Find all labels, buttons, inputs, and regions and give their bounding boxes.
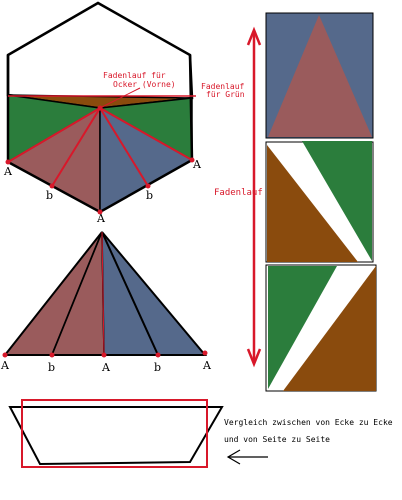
point-label-a: A bbox=[96, 212, 106, 225]
triangle-assembly: A b A b A bbox=[0, 231, 212, 374]
point-dot bbox=[189, 157, 195, 163]
grain-line-right-b bbox=[99, 107, 149, 187]
green-triangle bbox=[302, 141, 372, 261]
point-dot bbox=[2, 352, 8, 358]
point-dot bbox=[49, 183, 55, 189]
point-label-a: A bbox=[0, 359, 10, 372]
point-label-b: b bbox=[146, 189, 153, 202]
right-pieces: Fadenlauf bbox=[214, 12, 377, 392]
hexagon-top-outline bbox=[6, 1, 194, 110]
comparison-text: Vergleich zwischen von Ecke zu Ecke bbox=[224, 418, 393, 427]
point-label-b: b bbox=[46, 189, 53, 202]
point-dot bbox=[202, 350, 208, 356]
point-dot bbox=[49, 352, 55, 358]
comparison-text: und von Seite zu Seite bbox=[224, 435, 330, 444]
point-label-a: A bbox=[202, 359, 212, 372]
point-dot bbox=[97, 105, 103, 111]
arrow-head-up-icon bbox=[246, 26, 262, 46]
point-dot bbox=[145, 183, 151, 189]
point-dot bbox=[101, 352, 107, 358]
point-label-a: A bbox=[192, 158, 202, 171]
arrow-left-icon bbox=[226, 449, 241, 465]
point-label-a: A bbox=[3, 165, 13, 178]
point-dot bbox=[155, 352, 161, 358]
comparison-frame bbox=[21, 399, 208, 468]
rose-triangle bbox=[268, 15, 372, 137]
point-label-b: b bbox=[48, 361, 55, 374]
green-triangle bbox=[268, 266, 337, 389]
hexagon-piece: A b A b A Fadenlauf für Ocker (Vorne) Fa… bbox=[3, 1, 245, 225]
ochre-triangle bbox=[283, 266, 376, 391]
point-label-a: A bbox=[101, 361, 111, 374]
grain-label-green: für Grün bbox=[206, 90, 245, 99]
trapezoid-shape bbox=[8, 406, 224, 466]
grain-label-ochre: Fadenlauf für bbox=[103, 71, 166, 80]
point-dot bbox=[5, 159, 11, 165]
grain-label-side: Fadenlauf bbox=[214, 188, 263, 198]
point-dot bbox=[97, 209, 103, 215]
grain-label-green: Fadenlauf bbox=[201, 82, 245, 91]
grain-line-left-a bbox=[7, 107, 101, 163]
ochre-triangle bbox=[267, 145, 358, 262]
comparison-sketch: Vergleich zwischen von Ecke zu Ecke und … bbox=[8, 399, 393, 468]
grain-line-left-b bbox=[51, 107, 101, 187]
arrow-head-down-icon bbox=[246, 348, 262, 368]
grain-line-ochre bbox=[99, 87, 141, 109]
grain-line-triangle bbox=[101, 231, 105, 356]
grain-line-right-a bbox=[99, 107, 193, 161]
grain-label-ochre: Ocker (Vorne) bbox=[113, 80, 176, 89]
point-label-b: b bbox=[154, 361, 161, 374]
